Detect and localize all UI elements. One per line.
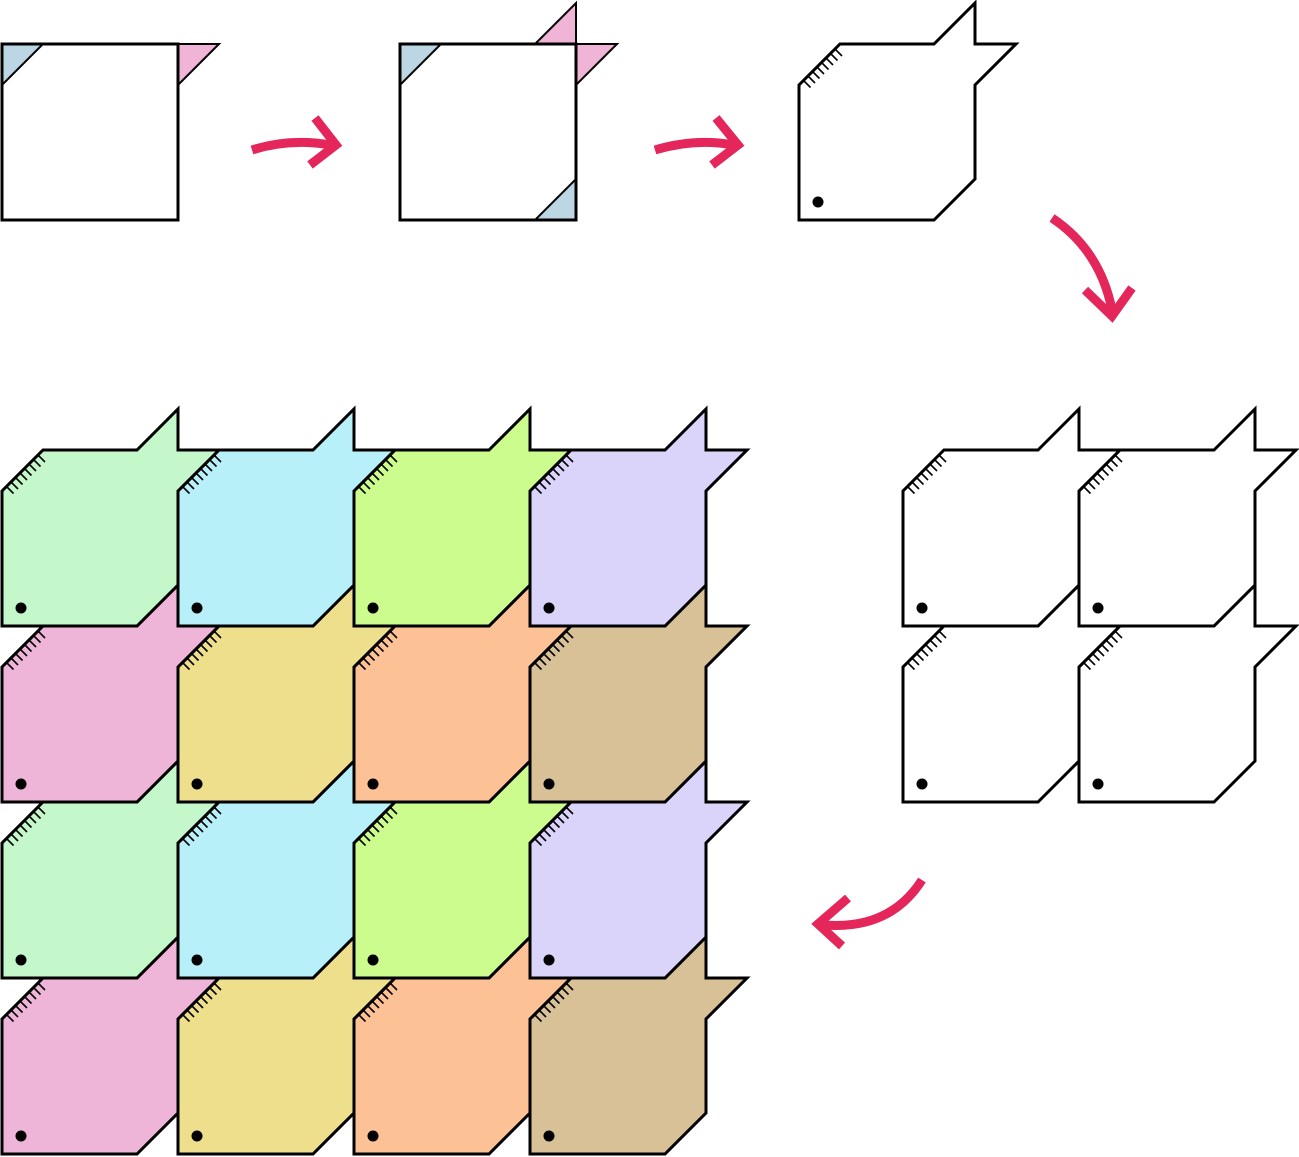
arrows: [250, 115, 1136, 950]
fish-eye: [367, 602, 379, 614]
fish-eye: [916, 602, 928, 614]
colored-fish-tile-r4-c3: [352, 935, 573, 1156]
fish-eye: [1092, 602, 1104, 614]
colored-fish-tile-r1-c1: [0, 407, 221, 628]
step-1-square: [0, 42, 222, 222]
colored-fish-tile-r2-c4: [528, 583, 749, 804]
fish-tile-r2-c2: [1077, 583, 1298, 804]
arrow-step-1: [250, 115, 343, 169]
arrow-step-3: [1049, 214, 1136, 323]
colored-fish-tile-r1-c2: [176, 407, 397, 628]
fish-eye: [543, 954, 555, 966]
fish-eye: [191, 1130, 203, 1142]
fish-eye: [191, 954, 203, 966]
corner-blue-top-left: [1, 43, 46, 88]
square-outline: [0, 42, 180, 222]
fish-eye: [812, 196, 824, 208]
arrow-step-2: [653, 115, 745, 169]
fish-eye: [543, 778, 555, 790]
corner-pink-top-right: [575, 43, 620, 88]
step-3-fish-tile: [797, 1, 1018, 222]
step-5-colored-tessellation: [0, 407, 749, 1156]
colored-fish-tile-r2-c3: [352, 583, 573, 804]
square-outline: [398, 42, 578, 222]
step-2-square: [398, 0, 620, 222]
corner-pink-top-right: [177, 43, 222, 88]
fish-tile-r1-c2: [1077, 407, 1298, 628]
colored-fish-tile-r1-c3: [352, 407, 573, 628]
corner-blue-top-left: [399, 43, 444, 88]
fish-eye: [367, 1130, 379, 1142]
colored-fish-tile-r4-c4: [528, 935, 749, 1156]
fish-eye: [543, 602, 555, 614]
step-4-two-by-two-tiling: [901, 407, 1298, 804]
fish-eye: [1092, 778, 1104, 790]
fish-eye: [15, 602, 27, 614]
fish-tile-r1-c1: [901, 407, 1122, 628]
fish-eye: [367, 954, 379, 966]
colored-fish-tile-r4-c1: [0, 935, 221, 1156]
fish-eye: [543, 1130, 555, 1142]
fish-eye: [15, 954, 27, 966]
fish-eye: [191, 602, 203, 614]
fish-tile-r2-c1: [901, 583, 1122, 804]
corner-pink-moved-up: [532, 0, 577, 45]
colored-fish-tile-r3-c3: [352, 759, 573, 980]
colored-fish-tile-r3-c4: [528, 759, 749, 980]
corner-blue-bottom-right: [532, 176, 577, 221]
arrow-step-4: [811, 877, 926, 950]
fish-eye: [15, 778, 27, 790]
fish-eye: [916, 778, 928, 790]
fish-eye: [191, 778, 203, 790]
colored-fish-tile-r2-c2: [176, 583, 397, 804]
colored-fish-tile-r3-c2: [176, 759, 397, 980]
colored-fish-tile-r1-c4: [528, 407, 749, 628]
colored-fish-tile-r2-c1: [0, 583, 221, 804]
fish-eye: [367, 778, 379, 790]
colored-fish-tile-r3-c1: [0, 759, 221, 980]
fish-eye: [15, 1130, 27, 1142]
colored-fish-tile-r4-c2: [176, 935, 397, 1156]
